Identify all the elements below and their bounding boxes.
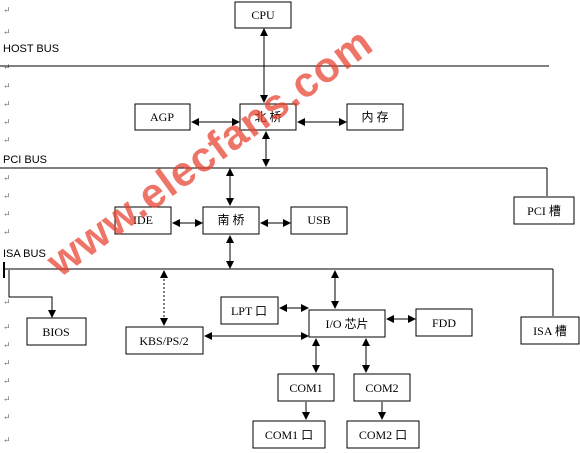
para-mark: ↵ — [3, 227, 11, 237]
cpu-label: CPU — [251, 8, 275, 22]
bios-label: BIOS — [42, 325, 69, 339]
isabus-bios-link — [8, 270, 56, 318]
para-mark: ↵ — [3, 5, 11, 15]
ide-box: IDE — [114, 206, 172, 235]
paragraph-marks: ↵ ↵ ↵ ↵ ↵ ↵ ↵ ↵ ↵ ↵ ↵ ↵ ↵ ↵ ↵ ↵ ↵ ↵ ↵ — [3, 5, 11, 445]
para-mark: ↵ — [3, 394, 11, 404]
para-mark: ↵ — [3, 209, 11, 219]
memory-box: 内 存 — [346, 103, 404, 131]
lpt-port-label: LPT 口 — [231, 304, 267, 318]
fdd-label: FDD — [432, 316, 456, 330]
agp-label: AGP — [150, 110, 174, 124]
para-mark: ↵ — [3, 435, 11, 445]
para-mark: ↵ — [3, 99, 11, 109]
com2-box: COM2 — [353, 373, 411, 402]
para-mark: ↵ — [3, 27, 11, 37]
io-chip-box: I/O 芯片 — [308, 309, 386, 338]
host-bus-label: HOST BUS — [3, 43, 59, 55]
watermark-text: www.elecfans.com — [37, 18, 381, 286]
para-mark: ↵ — [3, 412, 11, 422]
com1-label: COM1 — [289, 381, 322, 395]
pci-slot-label: PCI 槽 — [527, 204, 561, 218]
usb-box: USB — [290, 206, 348, 235]
fdd-box: FDD — [415, 308, 473, 337]
para-mark: ↵ — [3, 117, 11, 127]
kbs-ps2-label: KBS/PS/2 — [139, 334, 188, 348]
com1-box: COM1 — [277, 373, 335, 402]
isa-slot-box: ISA 槽 — [520, 316, 580, 345]
south-bridge-label: 南 桥 — [217, 212, 244, 227]
para-mark: ↵ — [3, 358, 11, 368]
agp-box: AGP — [134, 103, 191, 131]
cpu-box: CPU — [234, 1, 292, 29]
para-mark: ↵ — [3, 173, 11, 183]
com2-port-box: COM2 口 — [346, 420, 420, 449]
com2-label: COM2 — [365, 381, 398, 395]
com2-port-label: COM2 口 — [359, 428, 407, 442]
para-mark: ↵ — [3, 135, 11, 145]
para-mark: ↵ — [3, 322, 11, 332]
para-mark: ↵ — [3, 376, 11, 386]
north-bridge-label: 北 桥 — [254, 110, 281, 124]
para-mark: ↵ — [3, 340, 11, 350]
isa-slot-label: ISA 槽 — [533, 324, 567, 338]
para-mark: ↵ — [3, 297, 11, 307]
isa-bus-label: ISA BUS — [3, 248, 46, 260]
memory-label: 内 存 — [361, 110, 388, 124]
com1-port-box: COM1 口 — [252, 420, 326, 449]
para-mark: ↵ — [3, 81, 11, 91]
bios-box: BIOS — [26, 317, 87, 346]
usb-label: USB — [307, 213, 330, 227]
para-mark: ↵ — [3, 62, 11, 72]
lpt-port-box: LPT 口 — [220, 296, 279, 325]
south-bridge-box: 南 桥 — [202, 206, 260, 235]
io-chip-label: I/O 芯片 — [326, 317, 369, 331]
north-bridge-box: 北 桥 — [239, 103, 297, 131]
pci-slot-box: PCI 槽 — [513, 196, 575, 225]
ide-label: IDE — [133, 213, 153, 227]
kbs-ps2-box: KBS/PS/2 — [125, 326, 204, 355]
com1-port-label: COM1 口 — [265, 428, 313, 442]
para-mark: ↵ — [3, 191, 11, 201]
pci-bus-label: PCI BUS — [3, 154, 47, 166]
